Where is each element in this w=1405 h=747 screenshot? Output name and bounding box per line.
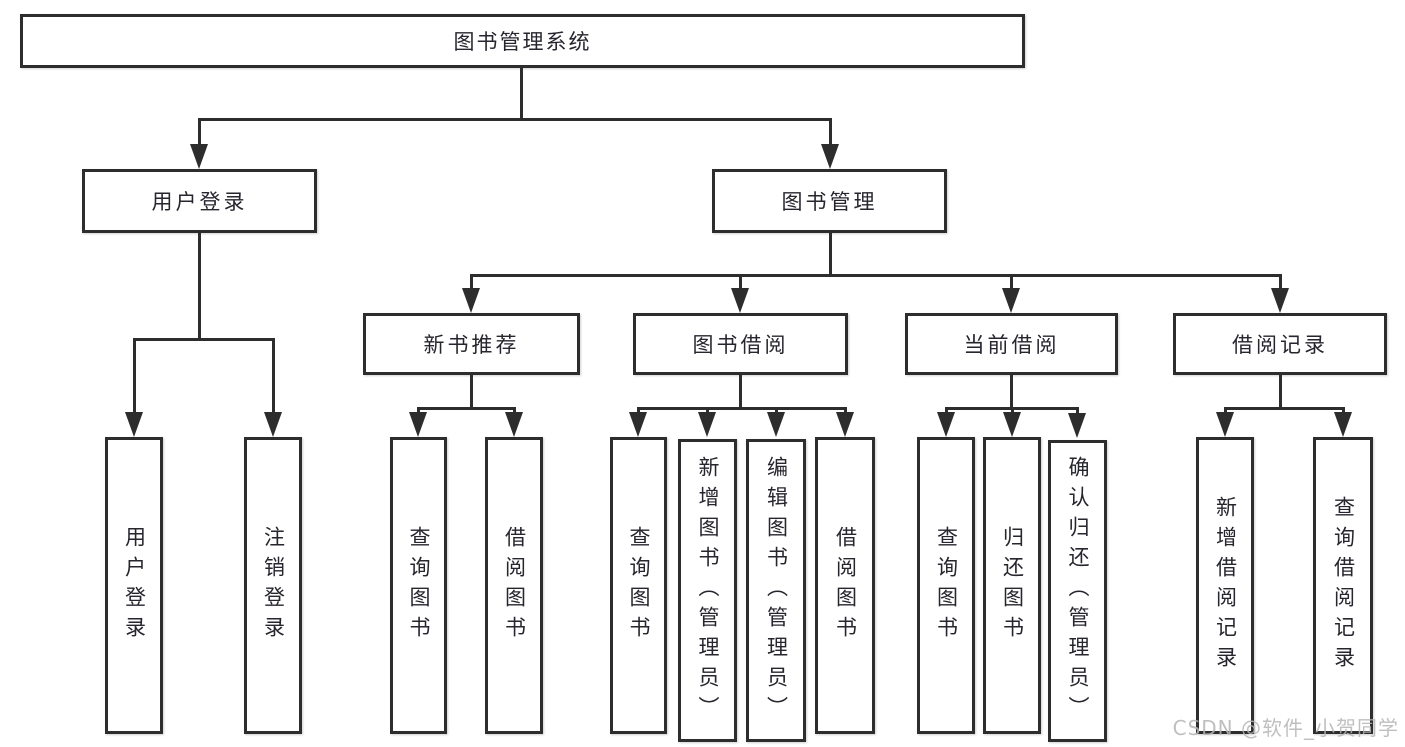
leaf-label: 确认归还（管理员） <box>1066 456 1090 726</box>
connector-line <box>1342 407 1345 415</box>
leaf-current-return-book: 归还图书 <box>983 437 1041 734</box>
leaf-label: 新增借阅记录 <box>1213 495 1238 676</box>
arrow-down-icon <box>1068 413 1086 438</box>
node-label: 用户登录 <box>151 190 248 214</box>
node-book-management: 图书管理 <box>712 169 947 233</box>
connector-line <box>520 68 523 118</box>
connector-line <box>844 407 847 415</box>
connector-line <box>417 407 516 410</box>
leaf-current-query-book: 查询图书 <box>917 437 975 734</box>
leaf-recommend-borrow-book: 借阅图书 <box>485 437 543 734</box>
arrow-down-icon <box>1003 412 1021 437</box>
connector-line <box>470 375 473 407</box>
connector-line <box>1010 375 1013 407</box>
arrow-down-icon <box>264 412 282 437</box>
leaf-current-confirm-return-admin: 确认归还（管理员） <box>1048 440 1107 742</box>
connector-line <box>198 118 201 147</box>
arrow-down-icon <box>1334 412 1352 437</box>
connector-line <box>1224 407 1227 415</box>
leaf-label: 归还图书 <box>1000 525 1025 646</box>
connector-line <box>1279 375 1282 407</box>
connector-line <box>706 407 709 415</box>
arrow-down-icon <box>629 412 647 437</box>
leaf-user-login: 用户登录 <box>105 437 163 734</box>
connector-line <box>1011 407 1014 415</box>
leaf-borrow-edit-book-admin: 编辑图书（管理员） <box>746 439 806 742</box>
leaf-label: 用户登录 <box>122 525 147 646</box>
node-label: 图书管理系统 <box>453 30 592 54</box>
arrow-down-icon <box>698 412 716 437</box>
arrow-down-icon <box>505 412 523 437</box>
connector-line <box>470 274 1282 277</box>
leaf-borrow-add-book-admin: 新增图书（管理员） <box>678 439 737 742</box>
connector-line <box>1076 407 1079 415</box>
connector-line <box>133 338 275 341</box>
leaf-records-query-record: 查询借阅记录 <box>1313 437 1373 734</box>
leaf-label: 编辑图书（管理员） <box>764 455 789 726</box>
arrow-down-icon <box>767 412 785 437</box>
arrow-down-icon <box>409 412 427 437</box>
leaf-label: 借阅图书 <box>502 525 527 646</box>
leaf-label: 查询图书 <box>627 525 651 646</box>
connector-line <box>198 233 201 338</box>
node-label: 图书借阅 <box>692 333 789 357</box>
node-label: 当前借阅 <box>963 333 1060 357</box>
connector-line <box>1010 274 1013 291</box>
arrow-down-icon <box>462 288 480 313</box>
leaf-label: 查询借阅记录 <box>1331 495 1356 676</box>
leaf-borrow-query-book: 查询图书 <box>610 437 667 734</box>
arrow-down-icon <box>1216 412 1234 437</box>
connector-line <box>775 407 778 415</box>
leaf-borrow-borrow-book: 借阅图书 <box>815 437 875 734</box>
node-library-management-system: 图书管理系统 <box>20 14 1025 68</box>
connector-line <box>739 375 742 407</box>
connector-line <box>1279 274 1282 291</box>
leaf-label: 借阅图书 <box>833 525 858 646</box>
connector-line <box>470 274 473 291</box>
connector-line <box>945 407 948 415</box>
watermark: CSDN @软件_小贺同学 <box>1172 716 1399 740</box>
leaf-label: 查询图书 <box>934 525 959 646</box>
node-book-borrow: 图书借阅 <box>633 313 848 375</box>
connector-line <box>739 274 742 291</box>
arrow-down-icon <box>937 412 955 437</box>
node-new-book-recommend: 新书推荐 <box>363 313 580 375</box>
arrow-down-icon <box>1002 288 1020 313</box>
connector-line <box>513 407 516 415</box>
connector-line <box>272 338 275 414</box>
node-label: 新书推荐 <box>423 333 520 357</box>
arrow-down-icon <box>731 288 749 313</box>
node-current-borrow: 当前借阅 <box>905 313 1118 375</box>
leaf-records-add-record: 新增借阅记录 <box>1196 437 1254 734</box>
connector-line <box>637 407 847 410</box>
arrow-down-icon <box>125 412 143 437</box>
arrow-down-icon <box>1271 288 1289 313</box>
connector-line <box>829 233 832 274</box>
leaf-recommend-query-book: 查询图书 <box>390 437 447 734</box>
connector-line <box>637 407 640 415</box>
node-user-login: 用户登录 <box>82 169 317 233</box>
leaf-label: 注销登录 <box>261 525 286 646</box>
arrow-down-icon <box>821 144 839 169</box>
connector-line <box>417 407 420 415</box>
arrow-down-icon <box>836 412 854 437</box>
leaf-label: 查询图书 <box>407 525 431 646</box>
node-borrow-records: 借阅记录 <box>1173 313 1387 375</box>
leaf-label: 新增图书（管理员） <box>696 455 720 726</box>
connector-line <box>829 118 832 147</box>
arrow-down-icon <box>190 144 208 169</box>
node-label: 借阅记录 <box>1232 333 1328 357</box>
connector-line <box>198 118 832 121</box>
connector-line <box>133 338 136 414</box>
connector-line <box>1224 407 1345 410</box>
node-label: 图书管理 <box>781 190 878 214</box>
leaf-logout: 注销登录 <box>244 437 302 734</box>
